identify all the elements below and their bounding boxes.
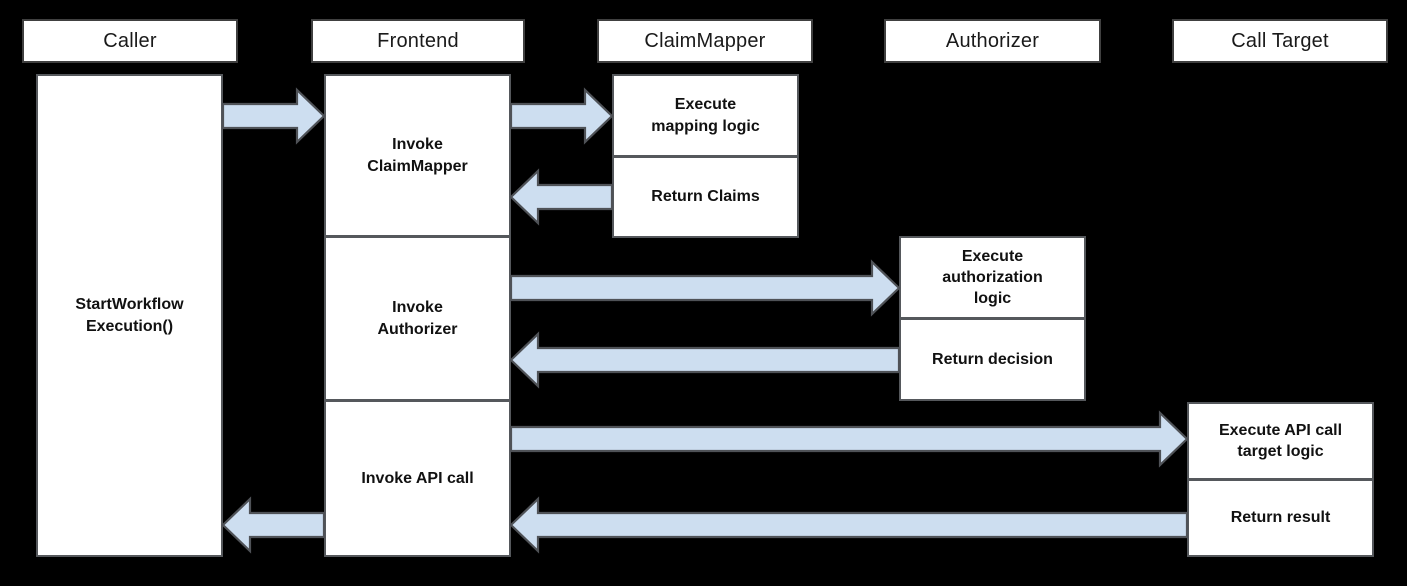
activation-authorizer-execute-line1: Execute	[961, 247, 1024, 265]
arrow-calltarget-to-frontend	[509, 496, 1189, 554]
arrow-authorizer-to-frontend	[509, 331, 901, 389]
lane-header-calltarget-label: Call Target	[1231, 29, 1329, 52]
arrow-frontend-to-authorizer	[509, 259, 901, 317]
activation-frontend-invoke-authorizer-line1: Invoke	[392, 299, 443, 317]
lane-header-authorizer: Authorizer	[884, 19, 1101, 63]
activation-calltarget-return-result: Return result	[1187, 479, 1374, 557]
activation-frontend-invoke-claimmapper-line1: Invoke	[392, 136, 443, 154]
arrow-frontend-to-caller	[221, 496, 326, 554]
activation-authorizer-execute-authorization-logic: Execute authorization logic	[899, 236, 1086, 319]
activation-claimmapper-return-claims-line1: Return Claims	[651, 188, 760, 206]
activation-calltarget-execute-api-call-target-logic: Execute API call target logic	[1187, 402, 1374, 480]
activation-claimmapper-execute-mapping-logic: Execute mapping logic	[612, 74, 799, 157]
lane-header-caller: Caller	[22, 19, 238, 63]
lane-header-authorizer-label: Authorizer	[945, 29, 1040, 52]
activation-frontend-invoke-authorizer-line2: Authorizer	[377, 320, 458, 338]
activation-caller-start-workflow: StartWorkflow Execution()	[36, 74, 223, 557]
lane-header-frontend: Frontend	[311, 19, 525, 63]
lane-header-claimmapper-label: ClaimMapper	[644, 29, 766, 52]
arrow-frontend-to-claimmapper	[509, 87, 614, 145]
activation-authorizer-return-decision-line1: Return decision	[932, 350, 1053, 368]
activation-frontend-invoke-api-call-line1: Invoke API call	[361, 469, 474, 487]
activation-frontend-invoke-api-call: Invoke API call	[324, 400, 511, 557]
activation-claimmapper-execute-line2: mapping logic	[651, 117, 760, 135]
activation-authorizer-return-decision: Return decision	[899, 318, 1086, 401]
activation-calltarget-execute-line2: target logic	[1237, 443, 1324, 460]
lane-header-caller-label: Caller	[103, 29, 157, 52]
arrow-frontend-to-calltarget	[509, 410, 1189, 468]
activation-caller-start-workflow-line1: StartWorkflow	[75, 296, 184, 314]
activation-caller-start-workflow-line2: Execution()	[85, 317, 174, 335]
activation-calltarget-return-result-line1: Return result	[1230, 509, 1331, 527]
activation-authorizer-execute-line2: authorization	[942, 268, 1043, 286]
lane-header-claimmapper: ClaimMapper	[597, 19, 813, 63]
lane-header-calltarget: Call Target	[1172, 19, 1388, 63]
activation-frontend-invoke-authorizer: Invoke Authorizer	[324, 236, 511, 401]
lane-header-frontend-label: Frontend	[377, 29, 459, 52]
activation-claimmapper-execute-line1: Execute	[674, 96, 737, 114]
activation-authorizer-execute-line3: logic	[973, 290, 1012, 308]
activation-claimmapper-return-claims: Return Claims	[612, 156, 799, 238]
activation-frontend-invoke-claimmapper-line2: ClaimMapper	[367, 157, 468, 175]
activation-frontend-invoke-claimmapper: Invoke ClaimMapper	[324, 74, 511, 237]
arrow-claimmapper-to-frontend	[509, 168, 614, 226]
arrow-caller-to-frontend	[221, 87, 326, 145]
activation-calltarget-execute-line1: Execute API call	[1218, 421, 1343, 439]
